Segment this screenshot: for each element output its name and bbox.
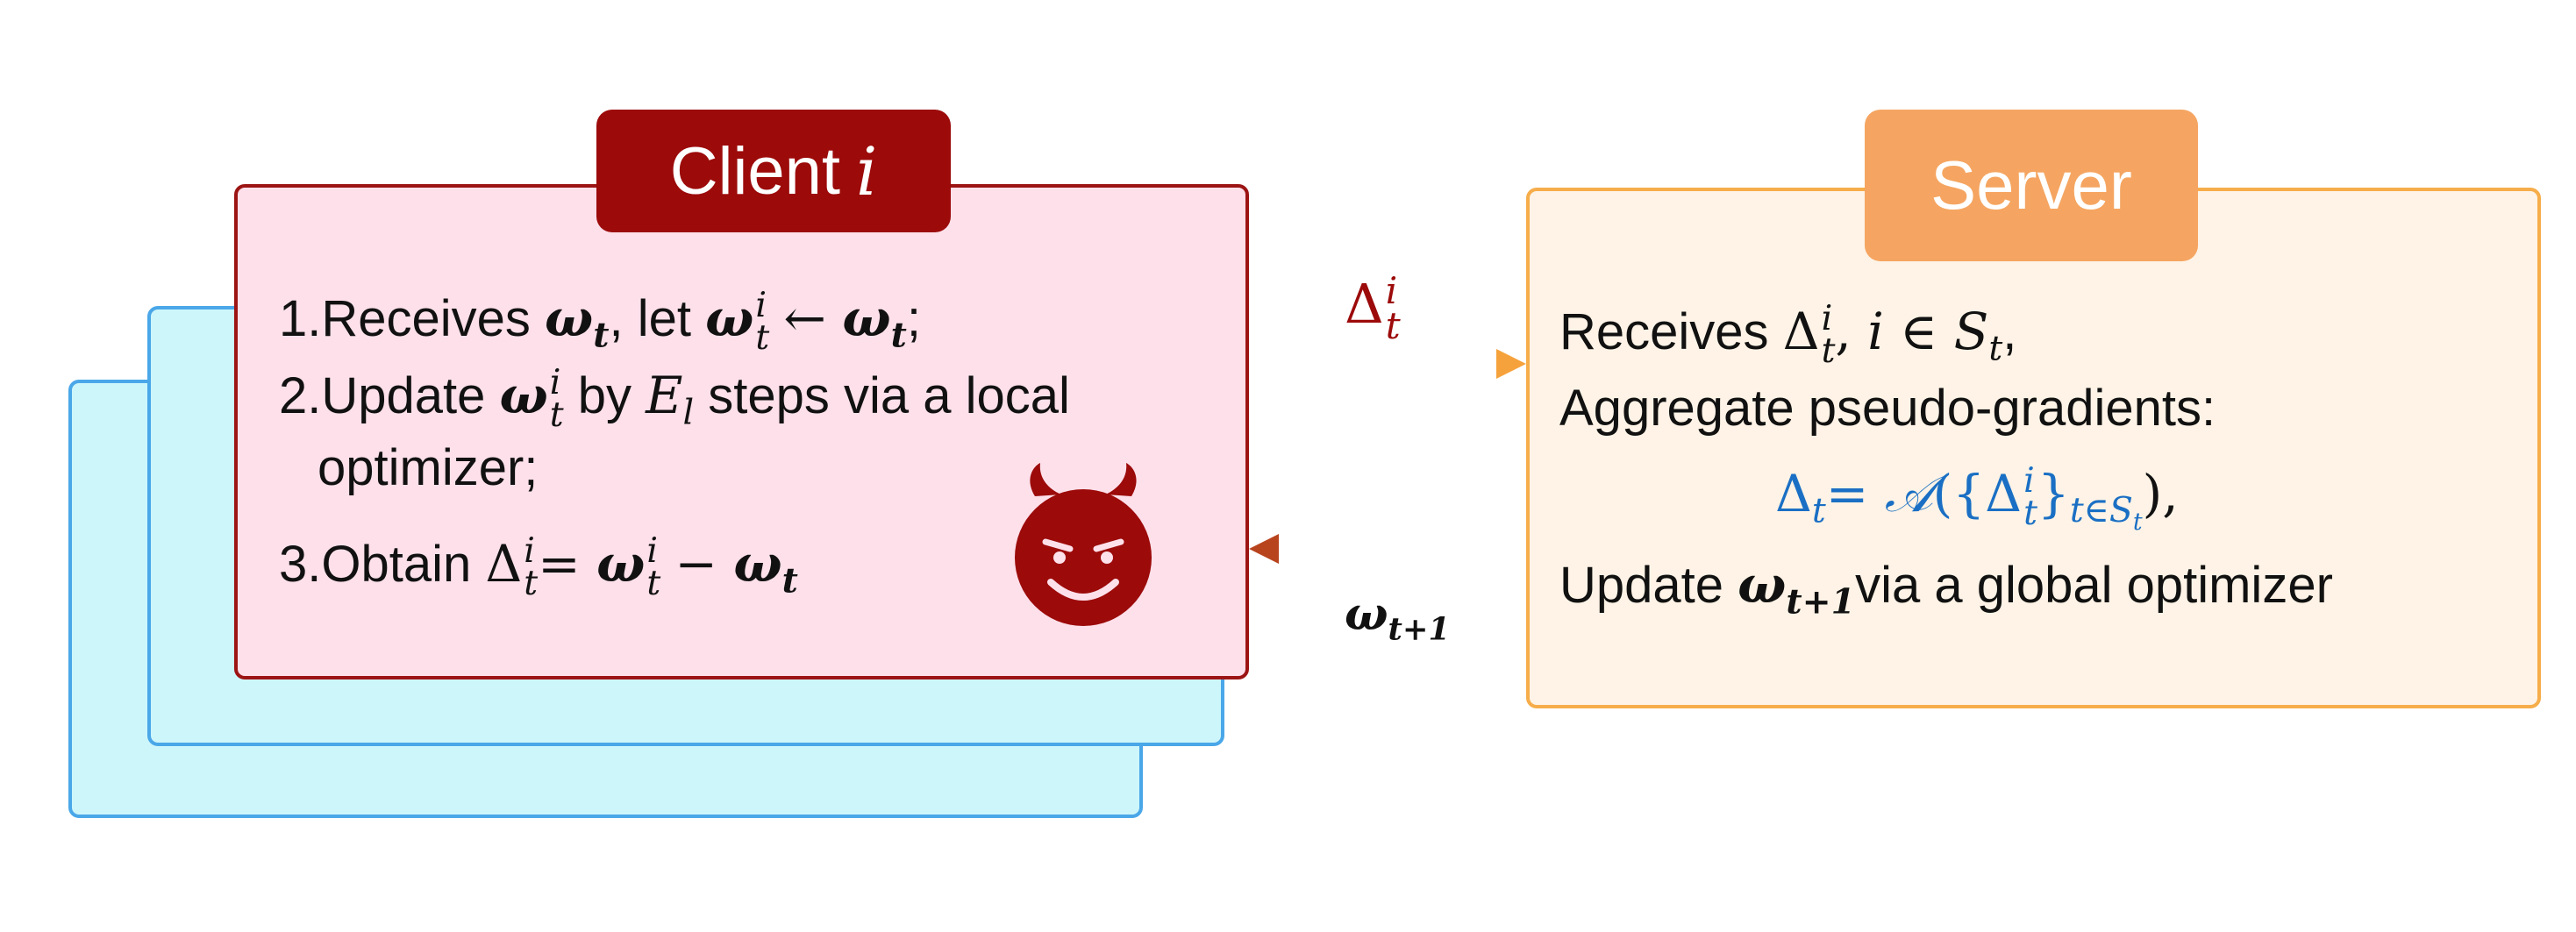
upload-label-symbol: Δ: [1345, 272, 1384, 336]
server-line-4-text: Update: [1559, 557, 1724, 614]
download-arrow: [1249, 534, 1526, 564]
step-2-optimizer: optimizer;: [318, 439, 539, 496]
step-3-text: Obtain: [321, 535, 472, 593]
step-2-tail: steps via a local: [708, 366, 1070, 424]
client-title-var: i: [856, 132, 878, 210]
step-2-mid: by: [577, 366, 632, 424]
server-line-1-text: Receives: [1559, 302, 1769, 360]
server-line-4: Update ωt+1via a global optimizer: [1559, 555, 2333, 623]
step-1-number: 1.: [279, 289, 322, 347]
server-line-2-text: Aggregate pseudo-gradients:: [1559, 380, 2216, 437]
server-line-2: Aggregate pseudo-gradients:: [1559, 383, 2216, 434]
step-2-number: 2.: [279, 366, 322, 424]
server-line-4-tail: via a global optimizer: [1855, 557, 2333, 614]
step-3-number: 3.: [279, 535, 322, 593]
upload-arrow: [1249, 349, 1526, 379]
server-title: Server: [1865, 110, 2198, 261]
step-1-mid: , let: [609, 289, 692, 347]
download-label-symbol: ω: [1345, 587, 1388, 641]
client-title-label: Client: [669, 133, 840, 209]
client-step-2-continued: optimizer;: [318, 443, 538, 494]
step-1-text: Receives: [321, 289, 531, 347]
step-2-text: Update: [321, 366, 486, 424]
download-arrow-label: ωt+1: [1345, 587, 1451, 648]
devil-icon: [1015, 463, 1152, 626]
